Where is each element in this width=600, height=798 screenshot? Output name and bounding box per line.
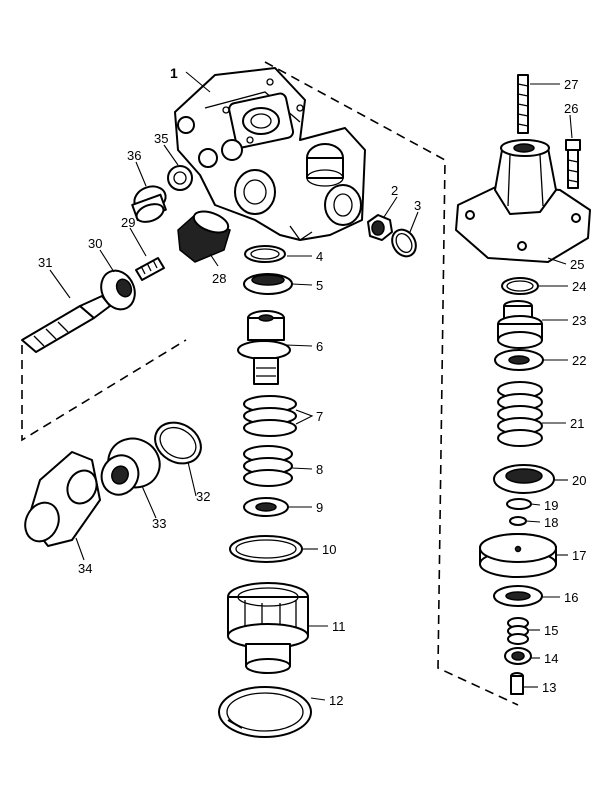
part-29-spring xyxy=(135,257,165,281)
callout-7: 7 xyxy=(316,409,323,424)
part-14-valve-seat xyxy=(504,647,532,665)
callout-5: 5 xyxy=(316,278,323,293)
part-25-cover xyxy=(455,139,591,263)
callout-18: 18 xyxy=(544,515,558,530)
part-21-spring xyxy=(497,381,543,447)
part-20-spring-seat xyxy=(493,464,555,494)
callout-12: 12 xyxy=(329,693,343,708)
callout-17: 17 xyxy=(572,548,586,563)
part-31-valve-stem xyxy=(21,295,111,353)
callout-3: 3 xyxy=(414,198,421,213)
callout-34: 34 xyxy=(78,561,92,576)
part-28-filter-screen xyxy=(177,210,231,263)
part-19-retainer-clip xyxy=(506,498,532,510)
part-10-o-ring xyxy=(229,535,303,563)
part-26-bolt xyxy=(565,139,581,189)
callout-31: 31 xyxy=(38,255,52,270)
part-24-o-ring xyxy=(501,277,539,295)
callout-6: 6 xyxy=(316,339,323,354)
callout-27: 27 xyxy=(564,77,578,92)
part-35-washer xyxy=(167,165,193,191)
callout-16: 16 xyxy=(564,590,578,605)
part-9-washer xyxy=(243,497,289,517)
callout-13: 13 xyxy=(542,680,556,695)
part-4-ring xyxy=(244,245,286,263)
callout-35: 35 xyxy=(154,131,168,146)
callout-4: 4 xyxy=(316,249,323,264)
callout-22: 22 xyxy=(572,353,586,368)
callout-29: 29 xyxy=(121,215,135,230)
callout-32: 32 xyxy=(196,489,210,504)
part-17-diaphragm xyxy=(479,533,557,578)
callout-33: 33 xyxy=(152,516,166,531)
callout-14: 14 xyxy=(544,651,558,666)
callout-28: 28 xyxy=(212,271,226,286)
callout-15: 15 xyxy=(544,623,558,638)
part-2-fitting xyxy=(367,214,393,241)
part-13-valve-pin xyxy=(510,672,524,695)
callout-26: 26 xyxy=(564,101,578,116)
callout-10: 10 xyxy=(322,542,336,557)
callout-36: 36 xyxy=(127,148,141,163)
callout-30: 30 xyxy=(88,236,102,251)
part-32-o-ring xyxy=(154,421,202,465)
callout-9: 9 xyxy=(316,500,323,515)
part-16-plate xyxy=(493,585,543,607)
callout-20: 20 xyxy=(572,473,586,488)
part-22-washer xyxy=(494,349,544,371)
part-15-spring xyxy=(507,617,529,645)
part-5-seal xyxy=(243,273,293,295)
assembly-guide-right xyxy=(264,61,519,706)
part-33-fitting xyxy=(100,437,161,496)
part-34-cap xyxy=(24,451,101,547)
assembly-guide-left xyxy=(21,339,187,442)
callout-25: 25 xyxy=(570,257,584,272)
leader-lines xyxy=(49,71,573,701)
part-23-piston xyxy=(497,300,543,349)
part-11-housing xyxy=(227,582,309,674)
part-1-valve-body xyxy=(174,67,366,241)
callout-8: 8 xyxy=(316,462,323,477)
callout-labels: 1 2 3 4 5 6 7 8 9 10 11 12 13 14 15 16 1… xyxy=(38,65,586,708)
part-18-washer xyxy=(509,516,527,526)
part-3-o-ring xyxy=(391,228,417,258)
callout-11: 11 xyxy=(332,619,346,634)
part-27-stud xyxy=(517,74,529,134)
callout-24: 24 xyxy=(572,279,586,294)
part-8-spring-lower xyxy=(243,445,293,487)
callout-1: 1 xyxy=(170,65,178,81)
part-6-piston xyxy=(237,310,291,385)
part-7-spring-upper xyxy=(243,395,297,437)
part-12-snap-ring xyxy=(218,686,312,738)
part-36-plug xyxy=(131,185,167,223)
callout-19: 19 xyxy=(544,498,558,513)
callout-21: 21 xyxy=(570,416,584,431)
callout-2: 2 xyxy=(391,183,398,198)
callout-23: 23 xyxy=(572,313,586,328)
